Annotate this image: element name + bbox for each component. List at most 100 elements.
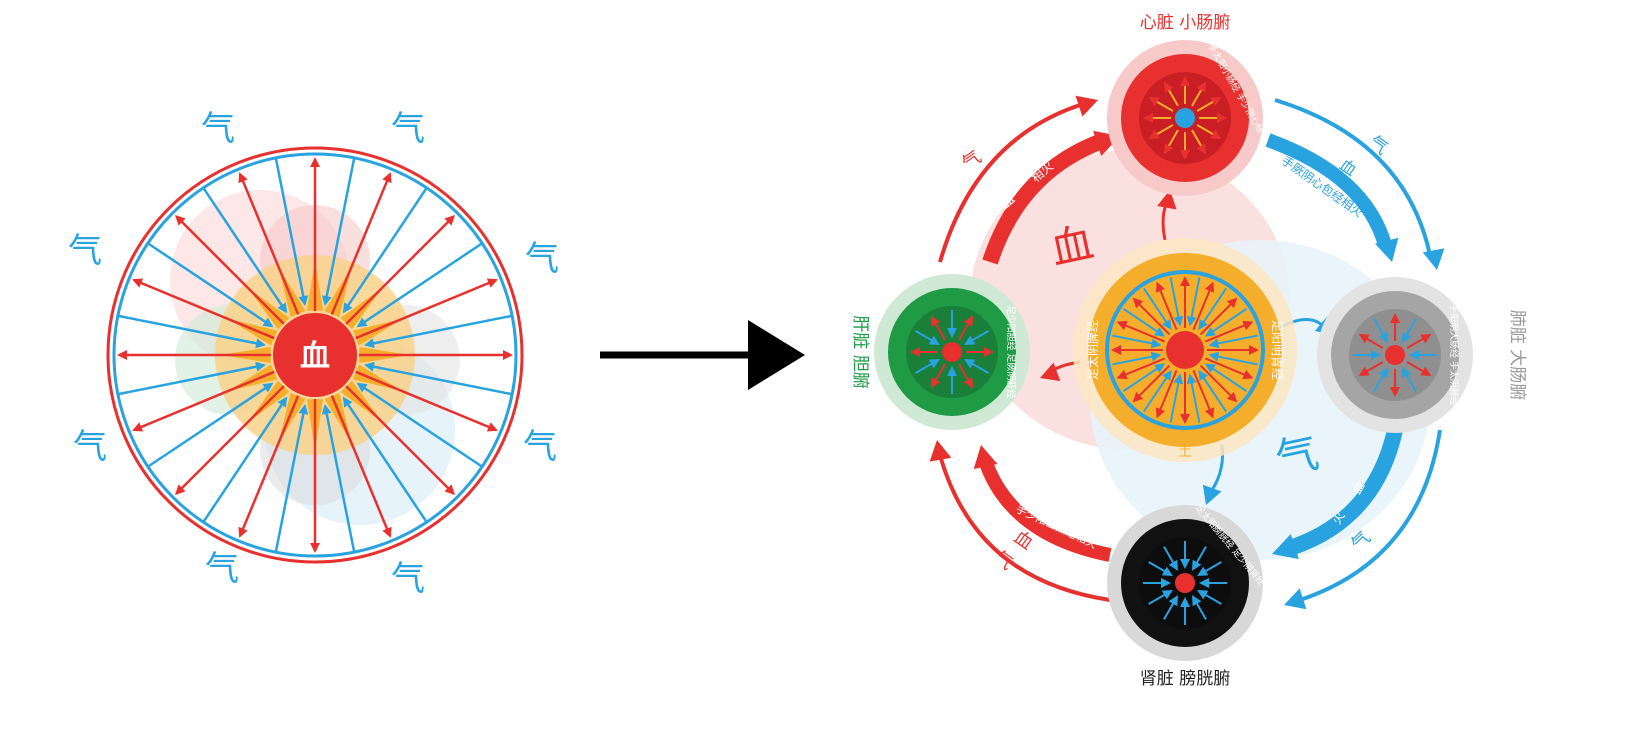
qi-inward-ray [148,242,274,328]
qi-inward-ray [356,242,482,328]
spleen-blue-arrow [1186,373,1201,423]
blood-outward-ray [330,172,392,315]
spleen-to-kidney-head [1202,484,1222,505]
spleen-red-arrow [1204,357,1254,380]
arc-lower-right-inner-head [1272,534,1299,560]
spleen-blue-arrow [1112,334,1162,349]
heart-core [1175,108,1195,128]
blood-core [273,313,357,397]
arc-lower-right-inner [1287,428,1403,556]
liver-inner-arrow [915,330,940,345]
spleen-blue-arrow [1204,363,1248,392]
blood-outward-ray [345,214,456,325]
lung-inner-arrow [1406,333,1432,349]
spleen-red-arrow [1155,281,1178,331]
spleen-ring-left: 足太阴脾经 [1085,320,1100,380]
liver-core [942,342,962,362]
blood-big-label: 血 [1046,217,1097,274]
qi-labels: 气气气气气气气气 [68,109,559,599]
spleen-blue-arrow [1204,308,1248,337]
spleen-blue-arrow [1143,369,1172,413]
qi-big-label: 气 [1271,427,1322,484]
kidney-core [1175,573,1195,593]
blood-outward-ray [355,370,498,432]
lung-inner-arrow [1358,361,1384,377]
spleen-red-arrow [1155,369,1178,419]
qi-inward-ray [321,404,356,552]
spleen-red-arrow [1116,357,1166,380]
arc-lower-right-outer-head [1284,588,1307,610]
heart-inner-arrow [1196,96,1222,112]
spleen-blue-arrow [1198,287,1227,331]
lung-inner-arrow [1402,318,1417,343]
liver-inner-arrow [964,359,989,374]
qi-label: 气 [523,427,557,467]
qi-inward-ray [274,158,309,306]
spleen-core [1166,331,1204,369]
qi-inward-ray [342,396,428,522]
blood-outward-ray [345,385,456,496]
qi-label: 气 [391,559,425,599]
spleen-blue-arrow [1186,277,1201,327]
qi-inward-ray [202,188,288,314]
qi-label: 气 [68,231,102,271]
qi-label: 气 [73,427,107,467]
spleen-ring-right: 足阳明胃经 [1270,320,1284,380]
spleen-red-arrow [1116,320,1166,343]
left-diagram: 血 气气气气气气气气 [68,109,559,599]
liver-inner-arrow [931,315,946,341]
left-rays [117,157,513,553]
heart-inner-arrow [1164,129,1179,155]
qi-label: 气 [205,549,239,589]
lung-inner-arrow [1358,333,1384,349]
arc-upper-right-inner [1265,133,1392,248]
inner-blue-ring [112,152,518,558]
spleen-blue-arrow [1208,334,1258,349]
arc-upper-left-outer [938,103,1081,263]
lung-title: 肺脏 大肠腑 [1507,310,1527,400]
qi-inward-ray [364,361,512,396]
arc-upper-right-qi: 气 [1365,132,1392,160]
spleen-to-liver-head [1040,362,1061,382]
outer-red-ring [106,146,524,564]
spleen-blue-arrow [1198,369,1227,413]
arc-lower-left-inner [978,457,1112,562]
cycle-arcs [929,95,1445,610]
arc-upper-left-qi: 气 [958,147,985,175]
heart-inner-arrow [1148,124,1174,140]
lung-inner-arrow [1406,361,1432,377]
lung-ring-text: 手阳明大肠经 手太阴肺经 [1448,304,1460,406]
heart-title: 心脏 小肠腑 [1140,13,1230,33]
lung-inner-arrow [1402,367,1417,392]
arc-lower-left-outer [938,454,1111,602]
qi-inward-ray [356,382,482,468]
kidney-inner-arrow [1197,561,1222,577]
spleen-bottom-label: 土 [1178,444,1192,460]
spleen-blue-arrow [1143,287,1172,331]
qi-inward-ray [118,361,266,396]
liver-ring-text: 足少阳胆经 足厥阴肝经 [1005,306,1017,399]
kidney-inner-arrow [1148,561,1173,577]
liver-inner-arrow [958,315,973,341]
qi-inward-ray [342,188,428,314]
arc-lower-left-inner-head [973,445,998,470]
kidney-inner-arrow [1148,589,1173,605]
qi-inward-ray [118,314,266,349]
blood-outward-ray [330,395,392,538]
liver-inner-arrow [958,363,973,389]
heart-inner-arrow [1191,81,1207,107]
kidney-inner-arrow [1163,546,1178,571]
blood-outward-ray [355,278,498,340]
lung-inner-arrow [1373,318,1388,343]
arc-lower-left-outer-head [929,440,952,462]
blood-outward-ray [238,395,300,538]
spleen-to-heart-head [1157,190,1177,210]
lung-core [1385,345,1405,365]
qi-inward-ray [321,158,356,306]
qi-inward-ray [148,382,274,468]
heart-inner-arrow [1148,96,1174,112]
qi-inward-ray [202,396,288,522]
spleen-red-arrow [1192,281,1215,331]
